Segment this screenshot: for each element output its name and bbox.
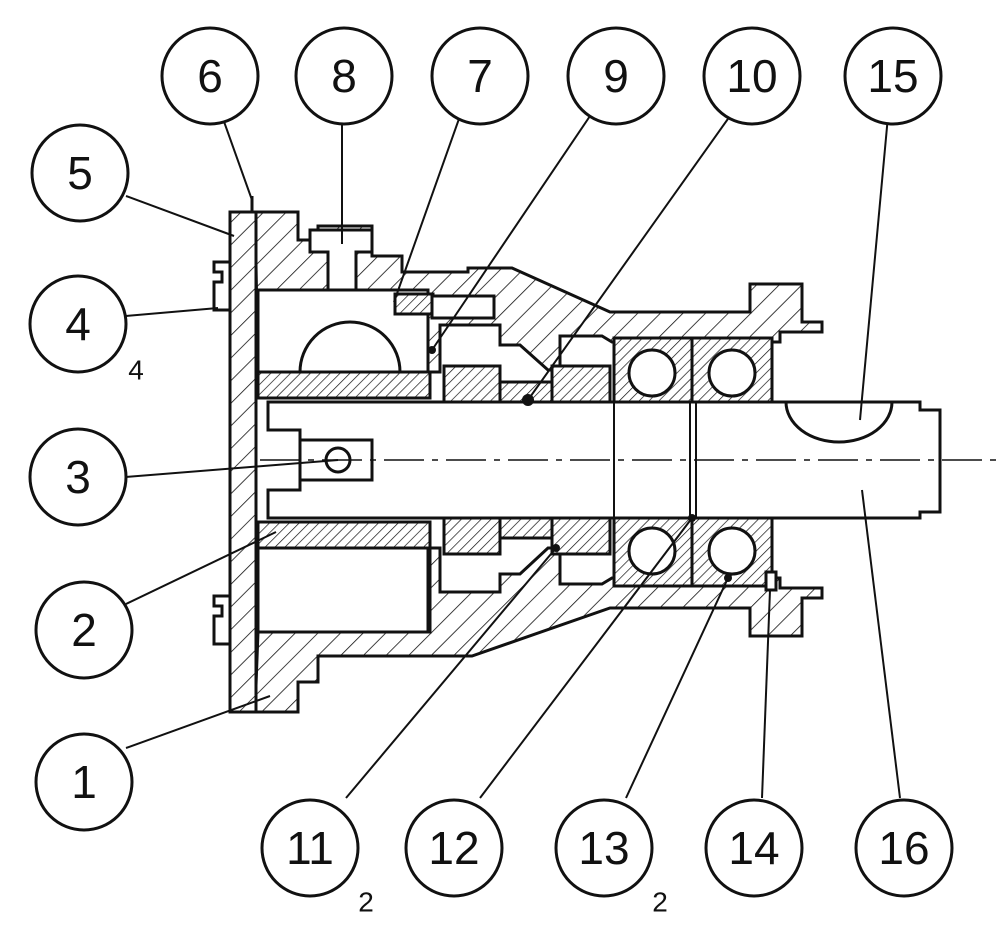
callout-4-qty: 4: [128, 355, 144, 386]
bearing-bottom-left: [612, 514, 694, 588]
callout-10-label: 10: [726, 50, 777, 102]
cam-bush: [393, 292, 435, 316]
callout-14: 14: [704, 798, 804, 898]
callout-13-qty: 2: [652, 887, 668, 918]
leader-9: [431, 115, 591, 351]
leader-16: [861, 489, 901, 799]
pump-drawing: [212, 196, 1000, 714]
callout-9-label: 9: [603, 50, 629, 102]
bearing-top-left: [612, 336, 694, 410]
leader-6: [221, 115, 253, 201]
callout-11-qty: 2: [358, 887, 374, 918]
callout-3: 3: [28, 427, 128, 527]
leader-lines: [125, 115, 901, 799]
callout-8-label: 8: [331, 50, 357, 102]
callout-7-label: 7: [467, 50, 493, 102]
callout-11: 11 2: [260, 798, 374, 918]
callout-9: 9: [566, 26, 666, 126]
leader-15: [859, 115, 889, 421]
callout-14-label: 14: [728, 822, 779, 874]
wear-plate-bottom: [256, 520, 432, 550]
pump-body-lower: [253, 546, 824, 714]
leader-3: [125, 459, 339, 478]
callout-11-label: 11: [286, 822, 334, 874]
callout-12-label: 12: [428, 822, 479, 874]
callout-1-label: 1: [71, 756, 97, 808]
callout-7: 7: [430, 26, 530, 126]
callout-5-label: 5: [67, 147, 93, 199]
wear-plate-top: [256, 370, 432, 400]
cover-screw-top: [212, 260, 232, 312]
leader-11: [345, 547, 557, 799]
callout-2: 2: [34, 580, 134, 680]
callout-4-label: 4: [65, 298, 91, 350]
leader-1: [125, 695, 271, 749]
callout-16-label: 16: [878, 822, 929, 874]
callout-12: 12: [404, 798, 504, 898]
callout-8: 8: [294, 26, 394, 126]
leader-13: [625, 577, 729, 799]
callout-1: 1: [34, 732, 134, 832]
leader-12: [479, 517, 693, 799]
callout-5: 5: [30, 123, 130, 223]
callout-3-label: 3: [65, 451, 91, 503]
callout-15: 15: [843, 26, 943, 126]
cover-screw-bottom: [212, 594, 232, 646]
cam: [298, 320, 402, 374]
callout-6-label: 6: [197, 50, 223, 102]
callout-16: 16: [854, 798, 954, 898]
callout-2-label: 2: [71, 604, 97, 656]
bearing-top-right: [690, 336, 774, 410]
callout-13-label: 13: [578, 822, 629, 874]
leader-5: [125, 195, 235, 237]
leader-2: [125, 531, 277, 605]
leader-10: [527, 115, 731, 401]
callout-15-label: 15: [867, 50, 918, 102]
leader-7: [393, 115, 461, 303]
callout-10: 10: [702, 26, 802, 126]
dowel: [430, 294, 496, 320]
leader-4: [125, 307, 219, 317]
callout-4: 4 4: [28, 274, 144, 386]
cover-plate: [228, 210, 258, 714]
leader-14: [761, 589, 771, 799]
shaft-key: [784, 400, 894, 444]
callout-13: 13 2: [554, 798, 668, 918]
impeller-cavity-bottom: [256, 546, 430, 634]
bearing-bottom-right: [690, 514, 774, 588]
callout-6: 6: [160, 26, 260, 126]
